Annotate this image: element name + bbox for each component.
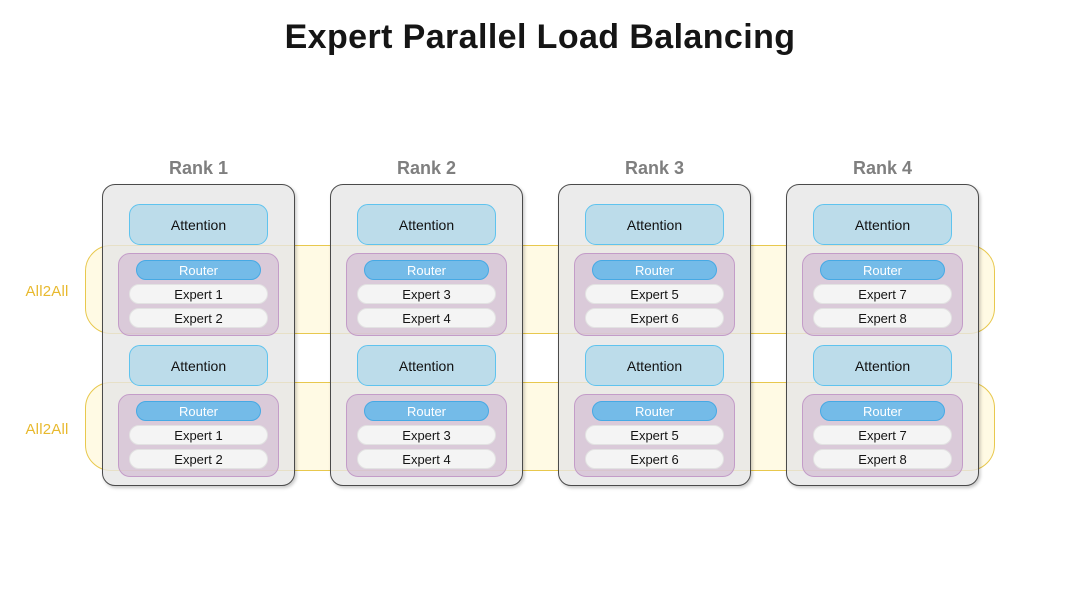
rank-title-4: Rank 4 (852, 158, 913, 178)
moe-group-rank2-layer2: Router Expert 3 Expert 4 (346, 394, 507, 477)
attention-block-rank3-layer1: Attention (585, 204, 724, 245)
router-block-rank3-layer1: Router (592, 260, 717, 280)
expert-block-rank1-layer1-0: Expert 1 (129, 284, 268, 304)
moe-group-rank3-layer2: Router Expert 5 Expert 6 (574, 394, 735, 477)
expert-block-rank1-layer1-1: Expert 2 (129, 308, 268, 328)
all2all-label-layer-2: All2All (25, 421, 69, 438)
router-block-rank4-layer1: Router (820, 260, 945, 280)
page-title: Expert Parallel Load Balancing (284, 18, 796, 56)
expert-block-rank3-layer1-0: Expert 5 (585, 284, 724, 304)
expert-block-rank3-layer2-0: Expert 5 (585, 425, 724, 445)
moe-group-rank4-layer2: Router Expert 7 Expert 8 (802, 394, 963, 477)
rank-title-2: Rank 2 (396, 158, 457, 178)
expert-block-rank4-layer2-0: Expert 7 (813, 425, 952, 445)
expert-block-rank4-layer2-1: Expert 8 (813, 449, 952, 469)
attention-block-rank1-layer1: Attention (129, 204, 268, 245)
expert-block-rank4-layer1-1: Expert 8 (813, 308, 952, 328)
rank-content-3: Attention Router Expert 5 Expert 6 Atten… (558, 184, 751, 486)
expert-block-rank4-layer1-0: Expert 7 (813, 284, 952, 304)
attention-block-rank1-layer2: Attention (129, 345, 268, 386)
rank-content-2: Attention Router Expert 3 Expert 4 Atten… (330, 184, 523, 486)
attention-block-rank4-layer1: Attention (813, 204, 952, 245)
expert-block-rank1-layer2-1: Expert 2 (129, 449, 268, 469)
attention-block-rank2-layer1: Attention (357, 204, 496, 245)
expert-block-rank3-layer1-1: Expert 6 (585, 308, 724, 328)
moe-group-rank1-layer1: Router Expert 1 Expert 2 (118, 253, 279, 336)
moe-group-rank4-layer1: Router Expert 7 Expert 8 (802, 253, 963, 336)
expert-block-rank3-layer2-1: Expert 6 (585, 449, 724, 469)
router-block-rank2-layer2: Router (364, 401, 489, 421)
expert-block-rank2-layer1-0: Expert 3 (357, 284, 496, 304)
router-block-rank4-layer2: Router (820, 401, 945, 421)
expert-block-rank1-layer2-0: Expert 1 (129, 425, 268, 445)
all2all-label-layer-1: All2All (25, 283, 69, 300)
attention-block-rank4-layer2: Attention (813, 345, 952, 386)
moe-group-rank3-layer1: Router Expert 5 Expert 6 (574, 253, 735, 336)
rank-title-3: Rank 3 (624, 158, 685, 178)
expert-block-rank2-layer1-1: Expert 4 (357, 308, 496, 328)
moe-group-rank2-layer1: Router Expert 3 Expert 4 (346, 253, 507, 336)
expert-block-rank2-layer2-1: Expert 4 (357, 449, 496, 469)
rank-title-1: Rank 1 (168, 158, 229, 178)
moe-group-rank1-layer2: Router Expert 1 Expert 2 (118, 394, 279, 477)
attention-block-rank2-layer2: Attention (357, 345, 496, 386)
router-block-rank1-layer1: Router (136, 260, 261, 280)
router-block-rank3-layer2: Router (592, 401, 717, 421)
attention-block-rank3-layer2: Attention (585, 345, 724, 386)
router-block-rank2-layer1: Router (364, 260, 489, 280)
rank-content-4: Attention Router Expert 7 Expert 8 Atten… (786, 184, 979, 486)
rank-content-1: Attention Router Expert 1 Expert 2 Atten… (102, 184, 295, 486)
expert-block-rank2-layer2-0: Expert 3 (357, 425, 496, 445)
router-block-rank1-layer2: Router (136, 401, 261, 421)
